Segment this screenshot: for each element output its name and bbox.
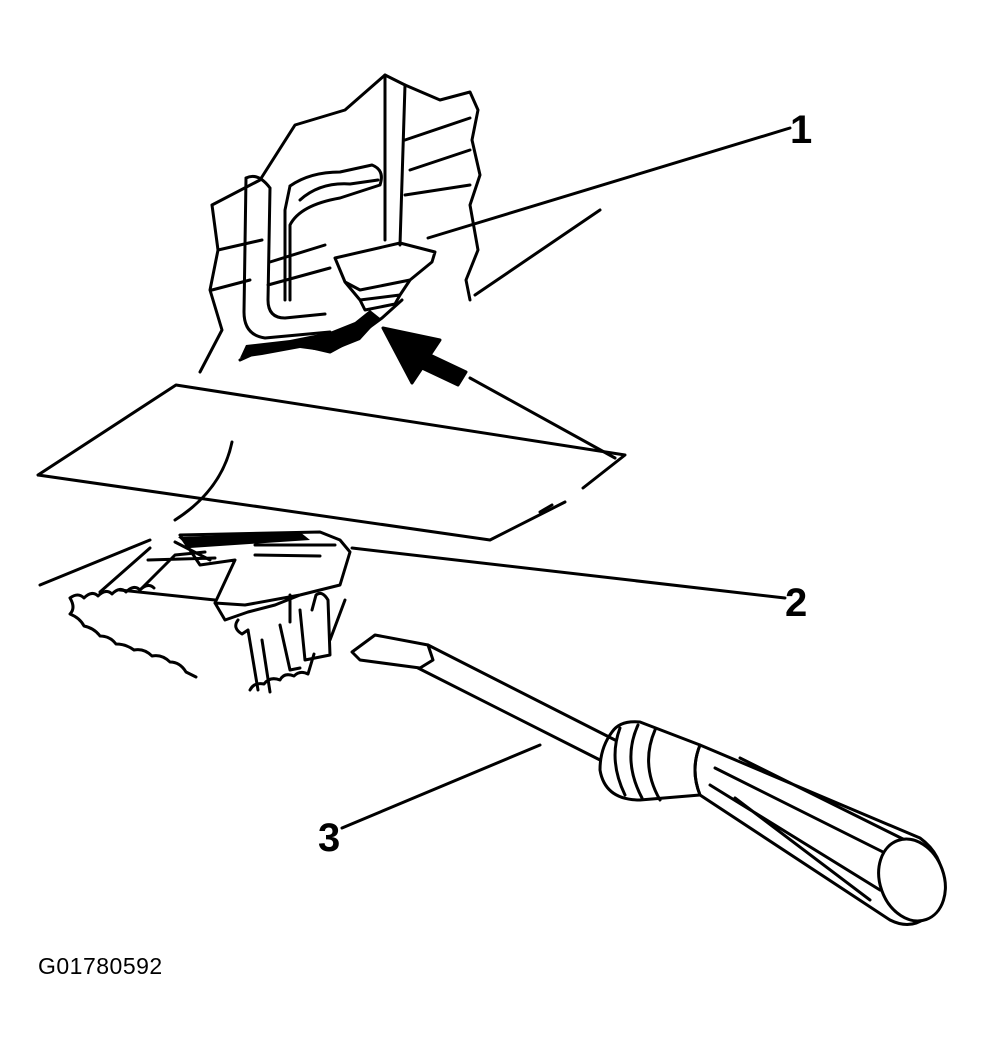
screwdriver-collar xyxy=(600,722,700,800)
torn-panel-edge xyxy=(40,540,345,690)
screwdriver-shaft xyxy=(418,645,615,760)
screwdriver-3 xyxy=(342,635,956,930)
screwdriver-blade-tip xyxy=(352,635,433,668)
lower-detail-view xyxy=(40,532,785,692)
leader-line-3 xyxy=(342,745,540,828)
clip-1-tab xyxy=(335,243,435,310)
leader-line-1 xyxy=(428,128,790,238)
retainer-2-legs xyxy=(236,593,330,692)
retainer-2-slot xyxy=(178,532,310,548)
callout-3-label: 3 xyxy=(318,816,341,860)
panel-structure-lines xyxy=(212,75,470,290)
callout-1-label: 1 xyxy=(790,108,813,152)
callout-2-label: 2 xyxy=(785,581,808,625)
panel-cutout-outline xyxy=(200,75,480,372)
retainer-2-body xyxy=(100,532,350,620)
upper-detail-view xyxy=(200,75,790,458)
install-direction-arrow xyxy=(383,328,615,458)
clip-1-body xyxy=(244,165,381,338)
panel-edge-line xyxy=(475,210,600,295)
clip-1-shadow xyxy=(240,310,380,358)
trim-panel-sheet xyxy=(38,385,625,540)
leader-line-2 xyxy=(352,548,785,598)
figure-id-label: G01780592 xyxy=(38,953,163,979)
screwdriver-handle-end xyxy=(868,830,957,931)
